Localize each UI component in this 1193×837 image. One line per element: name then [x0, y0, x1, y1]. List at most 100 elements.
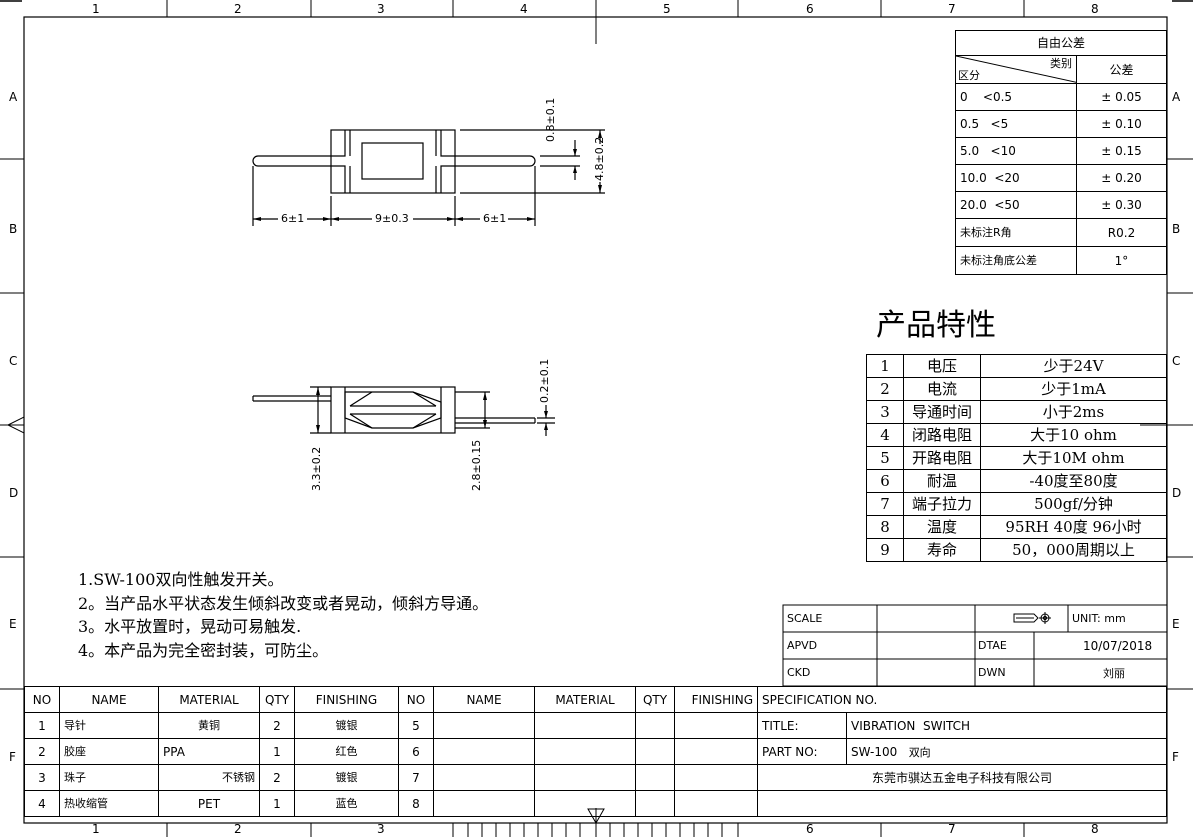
bom-header: NAME	[59, 686, 159, 713]
prop-name: 耐温	[903, 469, 981, 493]
note-line: 4。本产品为完全密封装，可防尘。	[78, 640, 329, 660]
col-number: 7	[948, 2, 956, 16]
tol-range: 0.5 <5	[955, 110, 1077, 138]
title-value: VIBRATION SWITCH	[846, 712, 1167, 739]
side-view	[252, 386, 555, 436]
note-line: 2。当产品水平状态发生倾斜改变或者晃动，倾斜方导通。	[78, 593, 489, 613]
row-letter: D	[9, 486, 19, 500]
title-label: TITLE:	[757, 712, 847, 739]
row-letter: C	[1172, 354, 1181, 368]
date-value: 10/07/2018	[1083, 639, 1153, 653]
bom-material: PPA	[158, 738, 260, 765]
bom-qty: 1	[259, 790, 295, 817]
bom-name: 导针	[59, 712, 159, 739]
bom-header: QTY	[635, 686, 675, 713]
dwn-label: DWN	[978, 666, 1006, 679]
bom-name: 胶座	[59, 738, 159, 765]
dim-body-length: 9±0.3	[375, 212, 409, 225]
tolerance-header-cell: 类别 区分	[955, 55, 1077, 84]
bom-header: NO	[24, 686, 60, 713]
part-number: SW-100 双向	[846, 738, 1167, 765]
dim-pin-thickness: 0.2±0.1	[538, 358, 551, 403]
projection-icon	[1013, 612, 1051, 624]
prop-no: 4	[866, 423, 904, 447]
prop-name: 导通时间	[903, 400, 981, 424]
row-letter: E	[1172, 617, 1180, 631]
bom-header: FINISHING	[674, 686, 758, 713]
bom-name: 珠子	[59, 764, 159, 791]
tol-value: R0.2	[1076, 218, 1167, 247]
bom-qty: 1	[259, 738, 295, 765]
prop-name: 电压	[903, 354, 981, 378]
prop-name: 寿命	[903, 538, 981, 562]
bom-header: QTY	[259, 686, 295, 713]
bom-qty: 2	[259, 764, 295, 791]
prop-value: 95RH 40度 96小时	[980, 515, 1167, 539]
tol-value: ± 0.20	[1076, 164, 1167, 192]
tol-range: 20.0 <50	[955, 191, 1077, 219]
dwn-value: 刘丽	[1103, 667, 1125, 680]
header-category: 类别	[1050, 57, 1072, 70]
bom-qty: 2	[259, 712, 295, 739]
header-tolerance: 公差	[1076, 55, 1167, 84]
bom-finishing: 蓝色	[294, 790, 399, 817]
note-line: 3。水平放置时，晃动可易触发.	[78, 617, 302, 636]
prop-value: 50，000周期以上	[980, 538, 1167, 562]
col-number: 5	[663, 2, 671, 16]
prop-no: 1	[866, 354, 904, 378]
tol-value: ± 0.15	[1076, 137, 1167, 165]
dim-left-pin: 6±1	[281, 212, 305, 225]
part-value: SW-100	[851, 744, 898, 759]
bom-finishing: 镀银	[294, 712, 399, 739]
col-number: 7	[948, 822, 956, 836]
prop-value: 大于10 ohm	[980, 423, 1167, 447]
bom-header: FINISHING	[294, 686, 399, 713]
col-number: 6	[806, 822, 814, 836]
bom-no: 3	[24, 764, 60, 791]
ckd-label: CKD	[787, 666, 811, 679]
dim-right-pin: 6±1	[483, 212, 507, 225]
col-number: 8	[1091, 2, 1099, 16]
col-number: 2	[234, 822, 242, 836]
dim-inner-height: 2.8±0.15	[470, 439, 483, 491]
note-line: 1.SW-100双向性触发开关。	[78, 570, 284, 589]
col-number: 1	[92, 2, 100, 16]
bom-table: NO NAME MATERIAL QTY FINISHING NO NAME M…	[24, 686, 1167, 817]
company-name: 东莞市骐达五金电子科技有限公司	[757, 764, 1167, 791]
tol-range: 5.0 <10	[955, 137, 1077, 165]
col-number: 1	[92, 822, 100, 836]
bom-material: 不锈钢	[158, 764, 260, 791]
bom-no: 1	[24, 712, 60, 739]
tol-value: ± 0.30	[1076, 191, 1167, 219]
bom-header: NO	[398, 686, 434, 713]
tolerance-title: 自由公差	[955, 30, 1167, 56]
prop-value: 500gf/分钟	[980, 492, 1167, 516]
bom-no2: 7	[398, 764, 434, 791]
part-suffix: 双向	[908, 745, 931, 759]
row-letter: B	[1172, 222, 1181, 236]
bom-material: PET	[158, 790, 260, 817]
tol-range: 10.0 <20	[955, 164, 1077, 192]
col-number: 3	[377, 2, 385, 16]
top-view	[252, 129, 605, 226]
bom-no: 2	[24, 738, 60, 765]
prop-no: 5	[866, 446, 904, 470]
prop-no: 2	[866, 377, 904, 401]
tol-value: 1°	[1076, 246, 1167, 275]
apvd-label: APVD	[787, 639, 818, 652]
row-letter: A	[9, 90, 18, 104]
row-letter: F	[1172, 750, 1179, 764]
tol-range: 0 <0.5	[955, 83, 1077, 111]
prop-value: 少于1mA	[980, 377, 1167, 401]
col-number: 4	[520, 2, 528, 16]
col-number: 3	[377, 822, 385, 836]
properties-heading: 产品特性	[876, 308, 996, 343]
bom-material: 黄铜	[158, 712, 260, 739]
bom-finishing: 红色	[294, 738, 399, 765]
dim-height: 4.8±0.2	[593, 136, 606, 181]
bom-name: 热收缩管	[59, 790, 159, 817]
notes: 1.SW-100双向性触发开关。 2。当产品水平状态发生倾斜改变或者晃动，倾斜方…	[78, 568, 488, 662]
prop-name: 端子拉力	[903, 492, 981, 516]
dim-slot: 0.8±0.1	[544, 97, 557, 142]
